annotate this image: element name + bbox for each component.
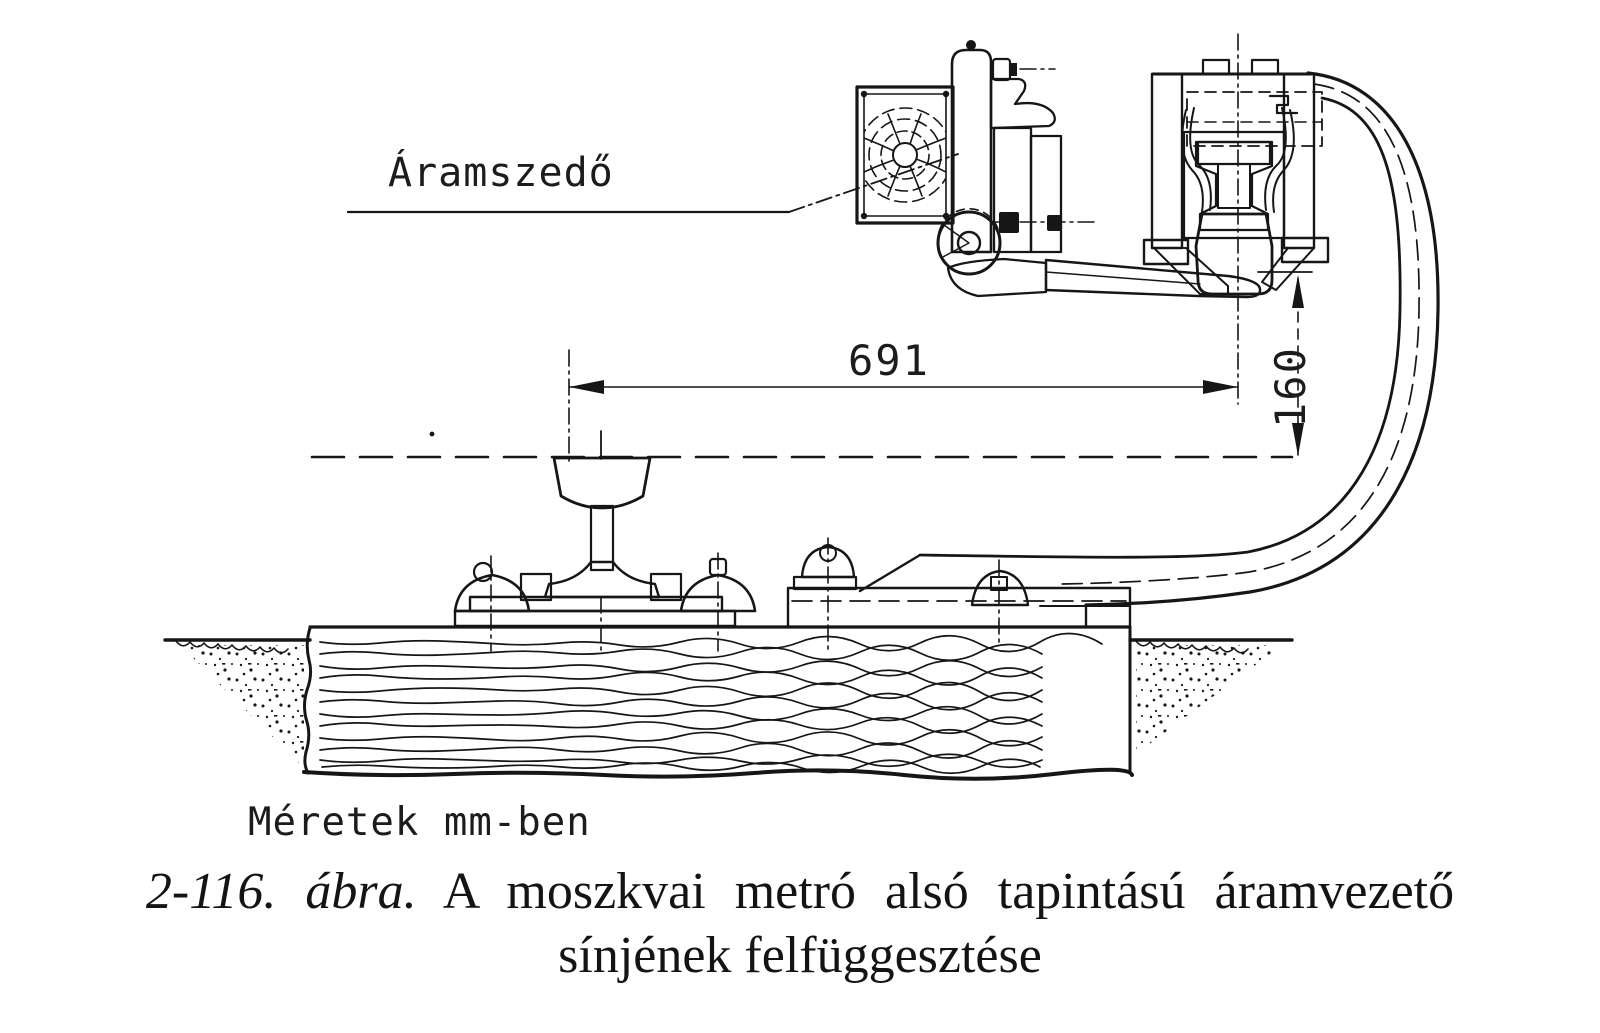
collector-shoe [1044,258,1262,299]
dimension-160-value: 160 [1266,346,1315,428]
units-note: Méretek mm-ben [248,800,591,845]
rail-top-datum-line [310,431,1294,459]
running-rail-cross-section [453,430,757,652]
spiral-spring [864,107,946,203]
ballast-left [163,638,312,768]
ballast-right [1128,638,1294,754]
collector-label: Áramszedő [388,150,614,196]
dimension-691 [568,349,1239,466]
figure-title-part1: A moszkvai metró alsó tapintású áramveze… [442,863,1455,920]
figure-caption-line2: sínjének felfüggesztése [558,927,1042,984]
wood-grain [319,632,1103,775]
dimension-160 [1257,271,1313,456]
support-bracket-curve [918,71,1440,607]
collector-label-leader-line [346,153,959,214]
figure-caption-line1: 2-116. ábra. A moszkvai metró alsó tapin… [0,862,1600,921]
current-collector-mechanism [855,40,1262,299]
dimension-691-value: 691 [848,336,930,385]
mounting-base [786,537,1132,653]
conductor-rail-assembly [1142,33,1330,405]
figure-number: 2-116. ábra. [145,863,417,920]
